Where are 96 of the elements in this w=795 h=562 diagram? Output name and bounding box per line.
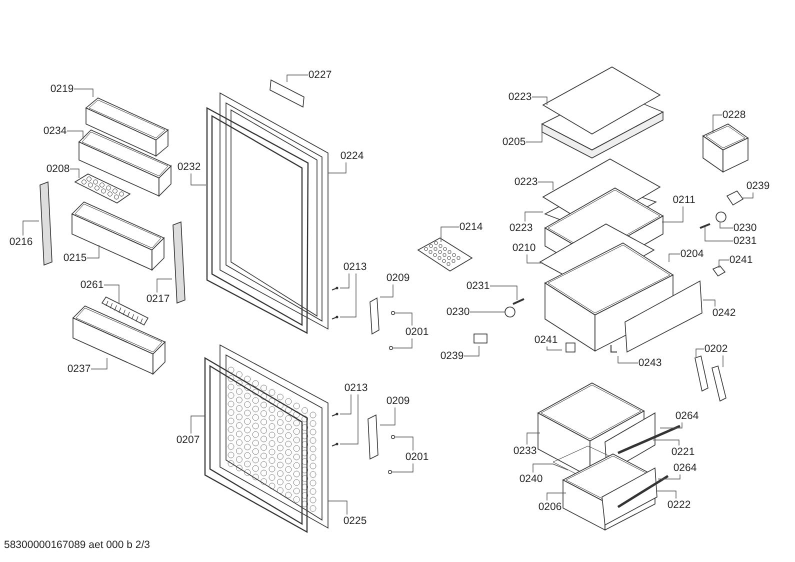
leader-line <box>380 407 396 426</box>
leader-line <box>722 355 724 368</box>
leader-line <box>490 286 518 300</box>
callout-number: 0225 <box>343 514 367 528</box>
callout-number: 0228 <box>722 108 746 122</box>
callout-number: 0264 <box>673 462 697 474</box>
callout-number: 0205 <box>502 136 526 148</box>
leader-line <box>658 474 680 480</box>
callout-number: 0219 <box>50 82 74 96</box>
leader-line <box>190 416 206 434</box>
leader-line <box>22 220 40 236</box>
callout-number: 0217 <box>146 292 170 306</box>
callout-number: 0233 <box>513 444 537 458</box>
callout-number: 0215 <box>63 252 87 264</box>
callout-number: 0206 <box>538 500 562 514</box>
callout-number: 0207 <box>176 434 200 446</box>
callout-number: 0224 <box>340 150 364 162</box>
leader-line <box>86 244 100 258</box>
leader-line <box>656 490 676 499</box>
callout-number: 0241 <box>534 334 558 346</box>
callout-number: 0202 <box>704 342 728 356</box>
leader-line <box>696 348 704 358</box>
leader-line <box>662 206 684 222</box>
callout-number: 0240 <box>519 472 543 486</box>
leader-line <box>90 358 108 370</box>
callout-number: 0231 <box>733 234 757 248</box>
drawing-number: 58300000167089 aet 000 b 2/3 <box>4 539 150 552</box>
leader-line <box>394 312 412 326</box>
callout-number: 0221 <box>671 446 695 458</box>
leader-line <box>328 162 346 174</box>
callout-number: 0242 <box>712 306 736 320</box>
leader-line <box>66 130 84 140</box>
leader-line <box>440 226 460 242</box>
callout-number: 0237 <box>67 362 91 376</box>
callout-number: 0227 <box>308 68 332 82</box>
leader-line <box>340 273 350 288</box>
callout-number: 0209 <box>386 394 410 408</box>
leader-line <box>526 432 540 445</box>
callout-number: 0209 <box>386 272 410 284</box>
callout-number: 0243 <box>638 356 662 370</box>
callout-number: 0232 <box>177 160 201 174</box>
leader-line <box>380 284 394 298</box>
callout-number: 0230 <box>446 306 470 318</box>
leader-line <box>328 500 348 515</box>
callout-number: 0222 <box>667 498 691 512</box>
leader-line <box>668 254 680 262</box>
leader-line <box>702 300 716 307</box>
leader-line <box>660 422 682 428</box>
callout-number: 0204 <box>680 248 704 260</box>
callout-number: 0210 <box>512 242 536 254</box>
callout-number: 0239 <box>440 350 464 362</box>
leader-line <box>742 192 754 198</box>
leader-line <box>190 173 206 186</box>
leader-line <box>340 394 358 444</box>
leader-line <box>286 74 308 82</box>
leader-line <box>704 226 734 242</box>
leader-line <box>464 346 480 356</box>
leader-line <box>532 96 548 106</box>
callout-number: 0239 <box>746 180 770 192</box>
leader-line <box>526 254 544 264</box>
callout-number: 0208 <box>46 162 70 176</box>
leader-line <box>392 338 412 348</box>
leader-line <box>340 273 356 318</box>
callout-number: 0201 <box>405 450 429 464</box>
callout-number: 0223 <box>508 90 532 104</box>
leader-line <box>618 356 638 364</box>
leader-line <box>546 492 566 501</box>
leader-line <box>546 346 562 350</box>
callout-number: 0216 <box>9 236 33 248</box>
callout-number: 0213 <box>343 260 367 274</box>
leader-line <box>524 212 544 222</box>
callout-number: 0231 <box>466 280 490 292</box>
leader-line <box>104 284 120 304</box>
callout-number: 0223 <box>509 222 533 234</box>
leader-line <box>538 182 554 190</box>
callout-number: 0241 <box>729 254 753 266</box>
callout-number: 0264 <box>675 410 699 422</box>
callout-number: 0234 <box>43 124 67 138</box>
leader-line <box>532 464 568 473</box>
leader-line <box>652 440 680 446</box>
leader-line <box>156 278 172 293</box>
callout-number: 0211 <box>672 194 696 206</box>
leader-line <box>720 222 734 228</box>
leader-line <box>392 463 414 472</box>
leader-line <box>340 394 352 414</box>
leader-line <box>74 88 94 98</box>
leader-line <box>718 260 730 268</box>
callout-number: 0213 <box>344 382 368 394</box>
leader-line <box>712 114 722 134</box>
callout-number: 0201 <box>405 326 429 338</box>
callout-number: 0261 <box>80 278 104 292</box>
callout-number: 0214 <box>459 220 483 234</box>
leader-line <box>394 436 414 451</box>
callout-number: 0230 <box>733 222 757 234</box>
leader-line <box>70 168 80 178</box>
callout-number: 0223 <box>514 176 538 188</box>
